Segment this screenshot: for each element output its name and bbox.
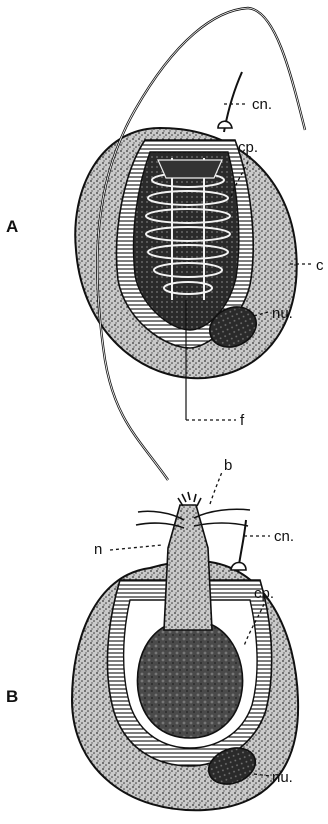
label-b-n: n (94, 541, 102, 558)
label-b-b: b (224, 457, 232, 474)
label-a-f: f (240, 412, 245, 429)
label-b-cp: cp. (254, 585, 274, 602)
capsule-content-b (137, 620, 242, 738)
panel-a-letter: A (6, 217, 18, 236)
capsule-lid-a (158, 160, 222, 178)
label-a-c: c (316, 257, 324, 274)
label-b-cn: cn. (274, 528, 294, 545)
cnidocil-base-a (218, 121, 232, 128)
panel-b (72, 492, 298, 810)
cnidocil-base-b (231, 563, 246, 571)
panel-b-letter: B (6, 687, 18, 706)
label-b-nu: nu. (272, 769, 293, 786)
label-a-cp: cp. (238, 139, 258, 156)
label-a-cn: cn. (252, 96, 272, 113)
label-a-nu: nu. (272, 305, 293, 322)
